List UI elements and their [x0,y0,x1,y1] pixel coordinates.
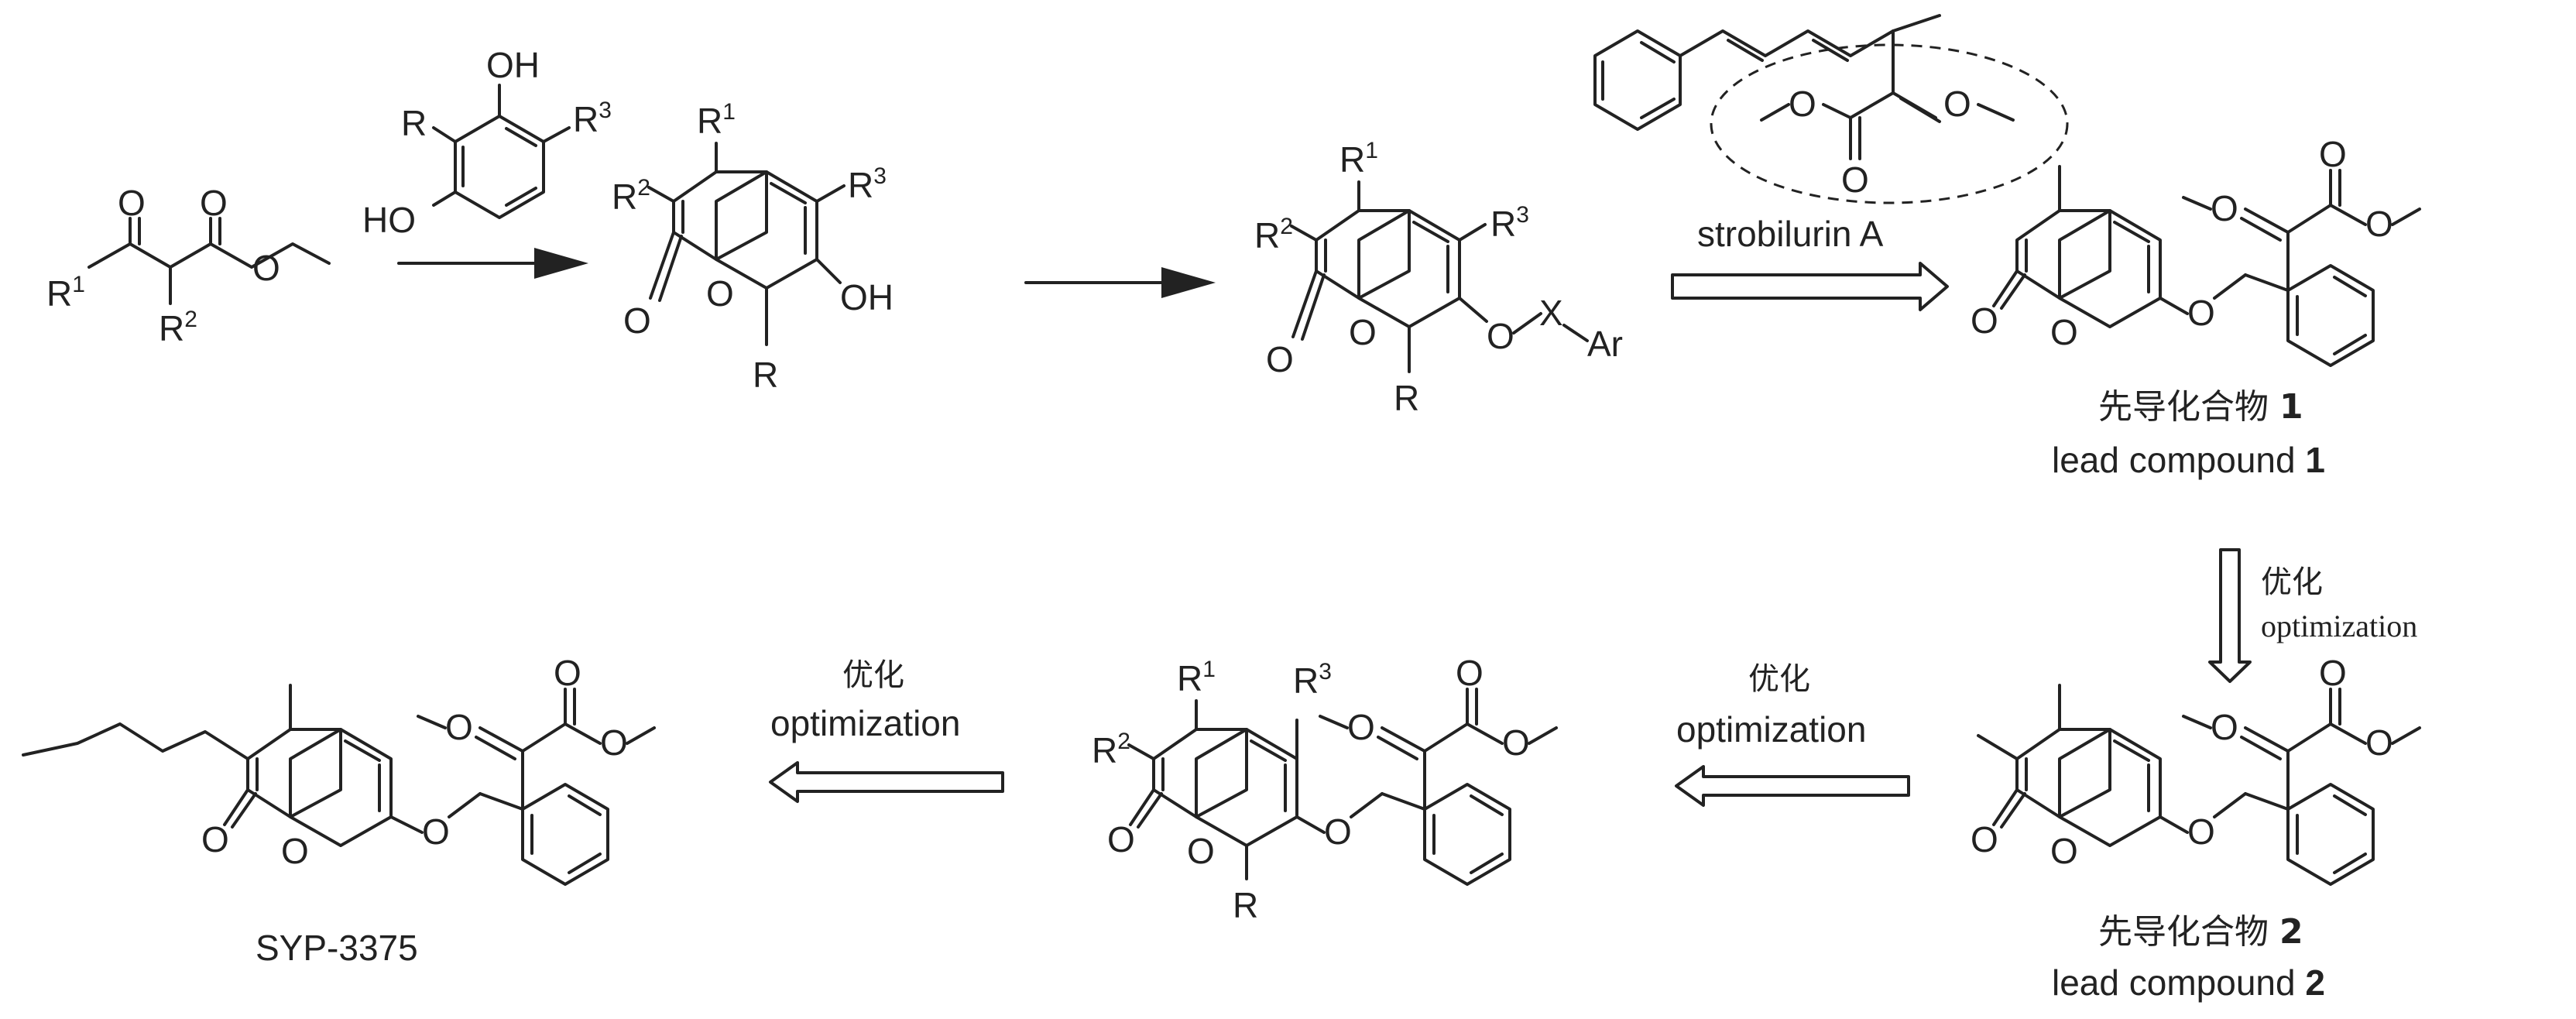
lead1-cn: 先导化合物 1 [2098,387,2303,427]
opt-en-1: optimization [2261,609,2417,643]
strobilurin-arrow: strobilurin A [1671,214,1949,311]
carbonyl-o: O [623,300,651,341]
ether-o: O [1324,811,1352,852]
optimization-arrow-down: 优化 optimization [2208,548,2417,683]
opt-en-3: optimization [770,703,960,743]
carbonyl-o: O [1971,300,1998,341]
methoxy-o: O [1347,707,1375,747]
ester-carbonyl-o: O [1456,653,1484,693]
reagent-oh: OH [486,45,540,85]
methoxy-o: O [2211,707,2238,747]
methoxy-o: O [1943,84,1971,124]
reaction-arrow-1 [397,248,588,279]
strobilurin-a: O O O [1593,14,2069,204]
ester-o: O [2365,722,2393,763]
ring-o: O [706,273,734,314]
r-label: R [753,355,778,395]
ring-o: O [2050,312,2078,352]
ester-o: O [600,722,628,763]
r-label: R [1394,378,1419,418]
methoxy-o: O [445,707,473,747]
ether-o: O [2187,811,2215,852]
r3-label: R3 [1293,659,1332,701]
syp-3375: O O O O O O SYP-3375 [22,653,656,968]
r2-label: R2 [159,307,197,348]
r3-label: R3 [848,163,887,205]
r1-label: R1 [46,272,85,314]
opt-cn-2: 优化 [1748,661,1810,696]
resorcinol-reagent: OH R R3 HO [362,45,612,240]
ether-o: O [1487,316,1514,356]
atom-o: O [252,248,280,288]
carbonyl-o: O [201,819,229,859]
optimization-arrow-left-2: 优化 optimization [769,657,1004,803]
r3-label: R3 [1490,202,1529,244]
r2-label: R2 [612,175,650,217]
atom-o: O [118,183,146,223]
carbonyl-o: O [1107,819,1135,859]
carbonyl-o: O [1841,160,1869,200]
r-label: R [1233,885,1258,925]
ester-o: O [1789,84,1816,124]
ester-o: O [1502,722,1530,763]
reagent-ho: HO [362,200,416,240]
lead2-cn: 先导化合物 2 [2098,912,2303,952]
opt-en-2: optimization [1676,709,1866,750]
hydroxy-label: OH [840,277,894,317]
ester-o: O [2365,204,2393,244]
lead2-en: lead compound 2 [2052,962,2325,1003]
carbonyl-o: O [1266,339,1294,379]
ether-o: O [422,811,450,852]
atom-o: O [200,183,228,223]
r1-label: R1 [1339,138,1378,180]
r2-label: R2 [1254,214,1293,256]
carbonyl-o: O [1971,819,1998,859]
ester-carbonyl-o: O [2319,653,2347,693]
lead-compound-1: O O O O O O 先导化合物 1 lead compound 1 [1971,134,2421,480]
ring-o: O [2050,831,2078,871]
reagent-r: R [401,103,427,143]
opt-cn-1: 优化 [2261,564,2323,599]
r2-label: R2 [1092,729,1130,770]
reagent-r3: R3 [573,98,612,139]
aryl-ar: Ar [1587,324,1623,364]
ether-o: O [2187,293,2215,333]
r1-label: R1 [697,99,736,141]
beta-keto-ester: O O O R1 R2 [46,183,331,348]
strobilurin-label: strobilurin A [1697,214,1884,254]
coumarin-optimized-general: R1 R2 R3 R O O O O O O [1092,653,1558,925]
ring-o: O [1349,312,1377,352]
methoxy-o: O [2211,188,2238,228]
linker-x: X [1539,293,1563,333]
r1-label: R1 [1177,657,1216,698]
lead-compound-2: O O O O O O 先导化合物 2 lead compound 2 [1971,653,2421,1003]
ester-carbonyl-o: O [554,653,581,693]
syp-3375-label: SYP-3375 [256,928,418,968]
lead1-en: lead compound 1 [2052,440,2325,480]
reaction-arrow-2 [1024,267,1216,298]
ring-o: O [281,831,309,871]
ring-o: O [1187,831,1215,871]
optimization-arrow-left-1: 优化 optimization [1675,661,1910,807]
opt-cn-3: 优化 [842,657,904,692]
ester-carbonyl-o: O [2319,134,2347,174]
coumarin-ether-general: R1 R2 R3 O X Ar R O O [1254,138,1623,418]
coumarin-hydroxy: R1 R2 R3 OH R O O [612,99,894,395]
pharmacophore-highlight [1710,43,2069,204]
